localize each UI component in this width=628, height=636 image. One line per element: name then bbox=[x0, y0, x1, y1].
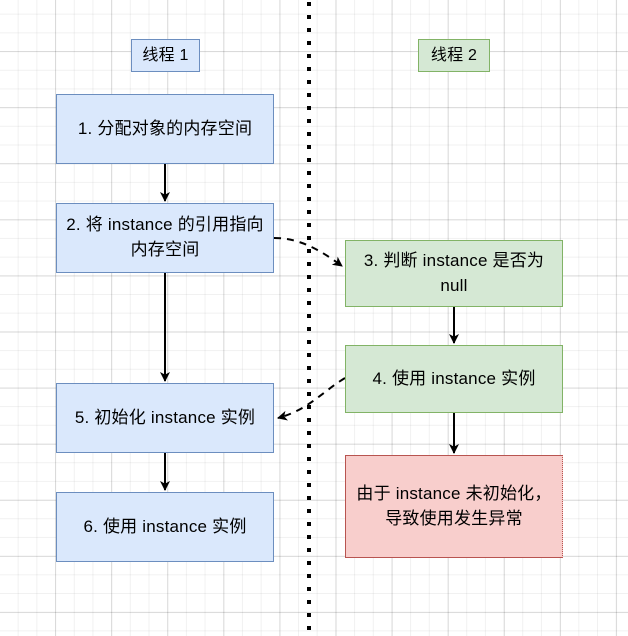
edge-node4-node5 bbox=[277, 377, 346, 421]
node-use-instance-thread2-label: 4. 使用 instance 实例 bbox=[372, 368, 536, 388]
node-exception-uninitialized-label: 由于 instance 未初始化，导致使用发生异常 bbox=[356, 483, 552, 528]
node-assign-reference-label: 2. 将 instance 的引用指向内存空间 bbox=[66, 215, 264, 259]
node-check-instance-null[interactable]: 3. 判断 instance 是否为 null bbox=[345, 240, 563, 307]
lane-label-thread-1[interactable]: 线程 1 bbox=[131, 39, 200, 72]
lane-label-thread-2[interactable]: 线程 2 bbox=[418, 39, 490, 72]
node-allocate-memory-label: 1. 分配对象的内存空间 bbox=[77, 118, 253, 138]
node-use-instance-thread1-label: 6. 使用 instance 实例 bbox=[83, 516, 247, 536]
node-initialize-instance-label: 5. 初始化 instance 实例 bbox=[74, 407, 256, 427]
edge-node2-node3 bbox=[273, 237, 343, 267]
lane-label-thread-1-text: 线程 1 bbox=[142, 46, 189, 64]
lane-label-thread-2-text: 线程 2 bbox=[430, 46, 478, 64]
node-initialize-instance[interactable]: 5. 初始化 instance 实例 bbox=[56, 383, 274, 453]
node-use-instance-thread1[interactable]: 6. 使用 instance 实例 bbox=[56, 492, 274, 562]
node-exception-uninitialized[interactable]: 由于 instance 未初始化，导致使用发生异常 bbox=[345, 455, 563, 558]
node-check-instance-null-label: 3. 判断 instance 是否为 null bbox=[363, 250, 545, 295]
node-assign-reference[interactable]: 2. 将 instance 的引用指向内存空间 bbox=[56, 203, 274, 273]
node-allocate-memory[interactable]: 1. 分配对象的内存空间 bbox=[56, 94, 274, 164]
node-use-instance-thread2[interactable]: 4. 使用 instance 实例 bbox=[345, 345, 563, 413]
